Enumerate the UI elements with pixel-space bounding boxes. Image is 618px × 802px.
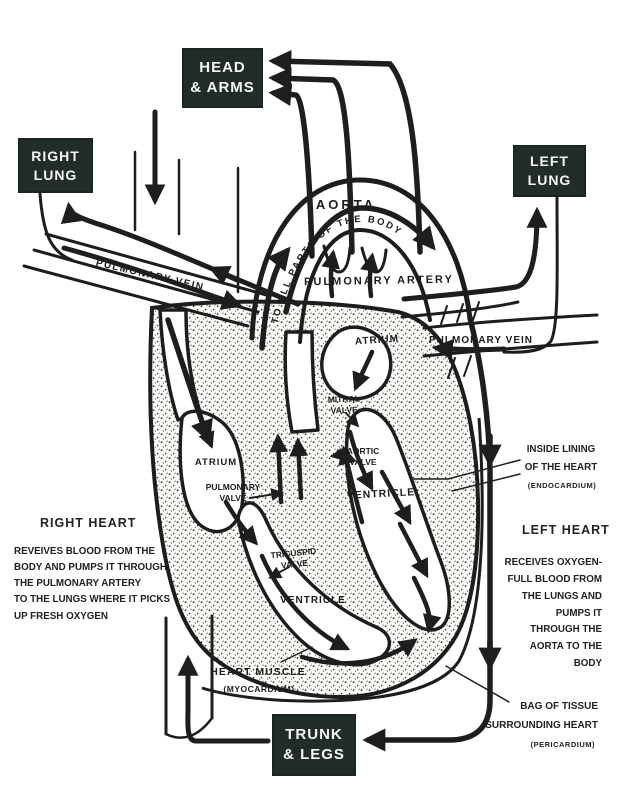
pericardium-outline — [201, 417, 484, 703]
pericardium-sub: (PERICARDIUM) — [530, 740, 595, 749]
left-heart-title: LEFT HEART — [522, 523, 610, 537]
arch-notch-arrow-2 — [360, 252, 379, 299]
aorta-label: AORTA — [315, 197, 377, 212]
left-atrium-chamber — [320, 325, 393, 401]
right-lung-box: RIGHT LUNG — [18, 138, 93, 193]
endocardium-sub: (ENDOCARDIUM) — [527, 481, 597, 490]
leader-lines — [249, 412, 521, 703]
pv-into-heart-arrow — [61, 245, 243, 310]
right-ventricle-label: VENTRICLE — [280, 595, 346, 606]
pulmonary-valve-label: PULMONARY VALVE — [205, 482, 261, 504]
head-branch-arrow-3 — [268, 83, 315, 259]
mitral-valve-leader — [345, 412, 360, 428]
arch-flow-arrow — [283, 205, 436, 315]
endocardium-note: INSIDE LINING OF THE HEART — [524, 444, 598, 473]
right-atrium-label: ATRIUM — [194, 457, 238, 468]
pa-left-mid-arrow — [208, 266, 240, 286]
aortic-valve-label: AORTIC VALVE — [346, 446, 380, 468]
vessel-outlines — [22, 150, 599, 739]
right-heart-description: REVEIVES BLOOD FROM THE BODY AND PUMPS I… — [14, 546, 171, 622]
arch-flow-up-arrow — [259, 246, 291, 351]
aorta-root-channel — [283, 330, 320, 434]
myocardium-label: (MYOCARDIUM) — [223, 684, 295, 694]
left-heart-description: RECEIVES OXYGEN- FULL BLOOD FROM THE LUN… — [504, 557, 602, 670]
heart-internal-arrows — [198, 349, 442, 666]
myocardium-leader — [280, 646, 313, 663]
aortic-valve-leader — [329, 447, 350, 461]
blood-flow-arrows — [60, 49, 548, 752]
heart-muscle-label: HEART MUSCLE — [210, 666, 306, 678]
trunk-return-arrow — [177, 654, 271, 744]
head-arms-box: HEAD & ARMS — [182, 48, 263, 108]
descending-aorta — [362, 315, 493, 752]
mitral-valve-label: MITRAL VALVE — [327, 393, 361, 416]
head-branch-arrow-2 — [268, 67, 355, 255]
endocardium-leader-2 — [451, 473, 521, 492]
endocardium-leader — [413, 459, 521, 480]
right-heart-title: RIGHT HEART — [40, 516, 137, 530]
pulmonary-artery-label: PULMONARY ARTERY — [304, 273, 454, 289]
pericardium-leader — [445, 665, 510, 703]
head-branch-arrow-1 — [268, 49, 423, 255]
pa-to-left-lung-arrow — [401, 206, 548, 302]
trunk-legs-box: TRUNK & LEGS — [272, 714, 356, 776]
right-ventricle-chamber — [236, 501, 391, 667]
pa-to-right-lung-arrow — [60, 201, 301, 307]
pulmonary-vein-right-label: PULMONARY VEIN — [428, 335, 534, 346]
left-lung-box: LEFT LUNG — [513, 145, 586, 197]
pulmonary-valve-leader — [249, 488, 285, 501]
tricuspid-valve-leader — [268, 566, 290, 579]
pericardium-note: BAG OF TISSUE SURROUNDING HEART — [485, 701, 598, 731]
rpv-flow-arrow — [431, 339, 507, 360]
arch-notch-arrow-1 — [321, 249, 340, 299]
